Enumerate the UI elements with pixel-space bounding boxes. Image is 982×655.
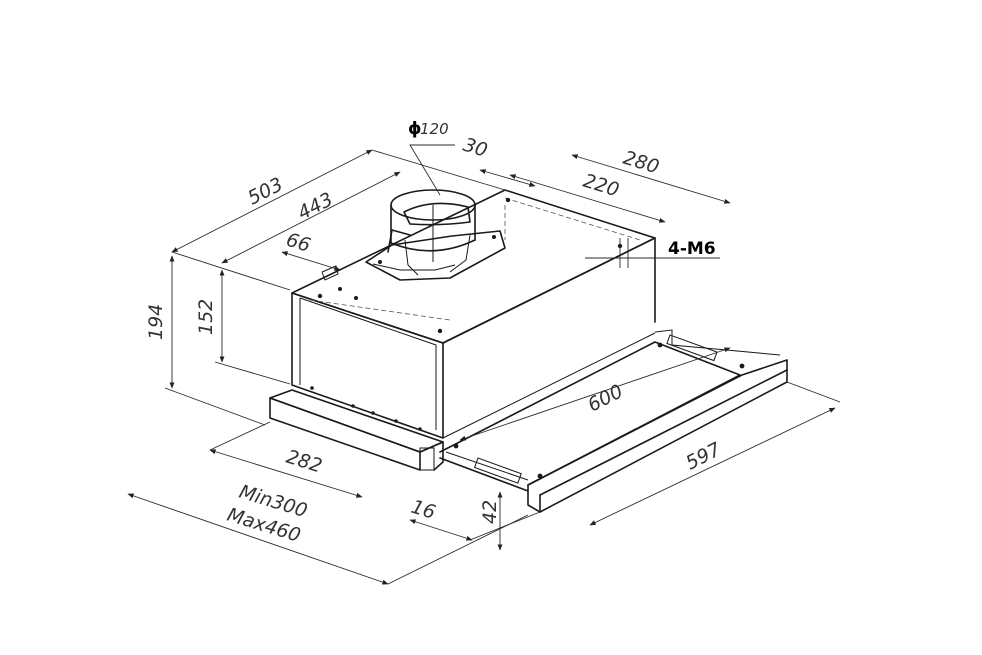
front-panel: [269, 389, 444, 471]
label-443: 443: [294, 188, 336, 224]
label-thread: 4-M6: [668, 239, 716, 259]
label-42: 42: [479, 500, 501, 524]
label-30: 30: [461, 134, 491, 162]
label-66: 66: [284, 229, 314, 257]
label-16: 16: [409, 496, 439, 524]
dimension-lines: [127, 144, 841, 585]
sliding-drawer: [439, 329, 788, 513]
label-280: 280: [621, 147, 662, 179]
label-194: 194: [145, 304, 167, 340]
label-diameter: 120: [420, 120, 449, 138]
label-597: 597: [682, 438, 724, 474]
label-220: 220: [581, 170, 622, 202]
label-282: 282: [284, 446, 325, 478]
diameter-symbol: ϕ: [408, 119, 422, 139]
duct-collar: [365, 189, 506, 281]
dimension-labels: ϕ 120 30 280 220 503 443 66 4-M6 194 152…: [145, 119, 725, 547]
label-152: 152: [195, 299, 217, 335]
